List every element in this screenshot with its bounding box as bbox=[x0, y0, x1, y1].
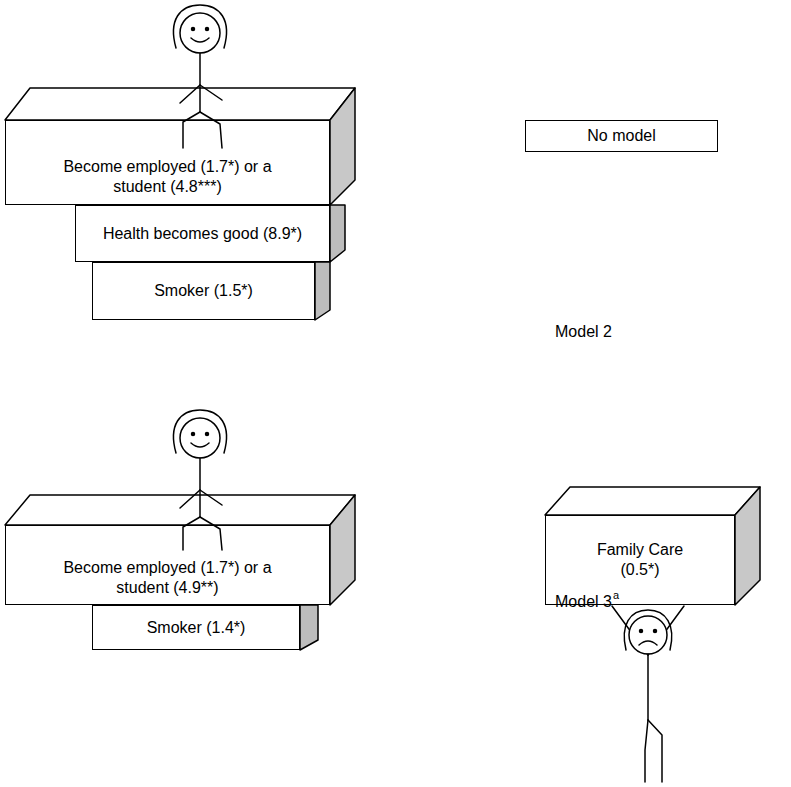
block-box: Family Care (0.5*) bbox=[545, 515, 735, 605]
block-box: Become employed (1.7*) or a student (4.9… bbox=[5, 525, 330, 605]
block-box: Smoker (1.5*) bbox=[92, 262, 315, 320]
model-label: Model 2 bbox=[555, 322, 612, 342]
model-label: Model 3 bbox=[555, 592, 612, 612]
box-text: Health becomes good (8.9*) bbox=[103, 224, 302, 244]
block-box: Health becomes good (8.9*) bbox=[75, 205, 330, 262]
box-text: Smoker (1.4*) bbox=[147, 618, 246, 638]
box-text: Become employed (1.7*) or a student (4.9… bbox=[53, 558, 283, 598]
box-text: No model bbox=[587, 126, 655, 146]
box-text: Smoker (1.5*) bbox=[154, 281, 253, 301]
plain-box: No model bbox=[525, 120, 718, 152]
block-box: Become employed (1.7*) or a student (4.8… bbox=[5, 120, 330, 205]
block-box: Smoker (1.4*) bbox=[92, 605, 300, 650]
box-text: Family Care (0.5*) bbox=[585, 540, 695, 580]
box-text: Become employed (1.7*) or a student (4.8… bbox=[53, 157, 283, 197]
footnote-mark: a bbox=[613, 589, 619, 601]
